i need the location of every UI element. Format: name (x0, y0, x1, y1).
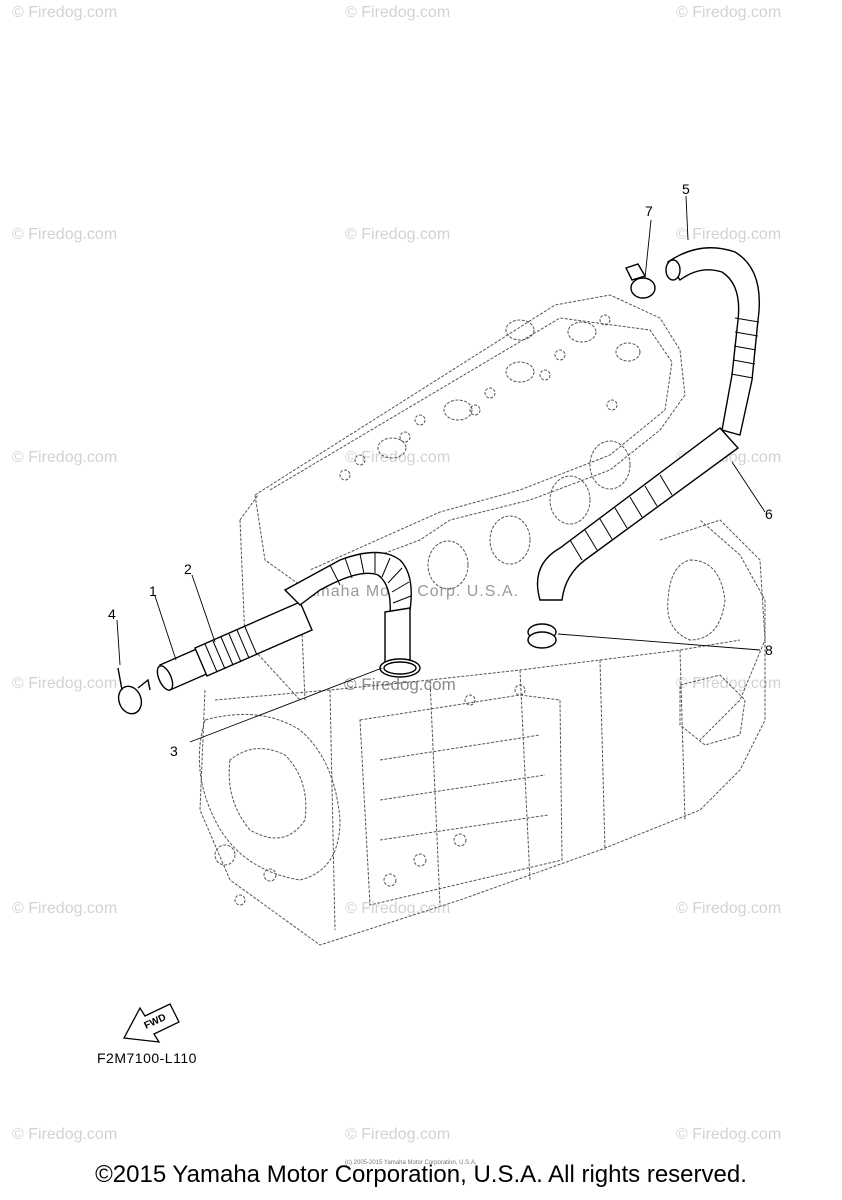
clamps-and-rings (117, 263, 656, 715)
drawing-code: F2M7100-L110 (97, 1050, 197, 1066)
hose-5-ribs (730, 317, 760, 379)
hose-6-ribs (569, 474, 673, 561)
watermark: © Firedog.com (676, 900, 782, 917)
watermark: © Firedog.com (345, 4, 451, 21)
copyright-notice: ©2015 Yamaha Motor Corporation, U.S.A. A… (95, 1161, 747, 1188)
callout-2: 2 (184, 561, 192, 577)
callout-1: 1 (149, 583, 157, 599)
elbow-ribs (329, 553, 412, 604)
callout-3: 3 (170, 743, 178, 759)
watermark: © Firedog.com (12, 900, 118, 917)
watermark: © Firedog.com (345, 226, 451, 243)
callout-7: 7 (645, 203, 653, 219)
watermark: © Firedog.com (12, 226, 118, 243)
callout-5: 5 (682, 181, 690, 197)
copyright-small: (c) 2005-2015 Yamaha Motor Corporation, … (345, 1160, 477, 1166)
watermark: © Firedog.com (676, 1126, 782, 1143)
callout-8: 8 (765, 642, 773, 658)
hoses (156, 247, 760, 691)
watermark: © Firedog.com (12, 4, 118, 21)
hose-2-ribs (204, 626, 258, 673)
watermark: © Firedog.com (345, 449, 451, 466)
leader-lines (116, 195, 766, 743)
callout-6: 6 (765, 506, 773, 522)
watermark: © Firedog.com (676, 4, 782, 21)
watermark: © Firedog.com (676, 226, 782, 243)
callout-4: 4 (108, 606, 116, 622)
watermark: © Firedog.com (345, 1126, 451, 1143)
watermark: © Firedog.com (12, 675, 118, 692)
watermark: © Firedog.com (12, 1126, 118, 1143)
engine-block-outline (198, 294, 766, 946)
watermark: © Firedog.com (12, 449, 118, 466)
fwd-arrow-icon: FWD (122, 1003, 180, 1043)
